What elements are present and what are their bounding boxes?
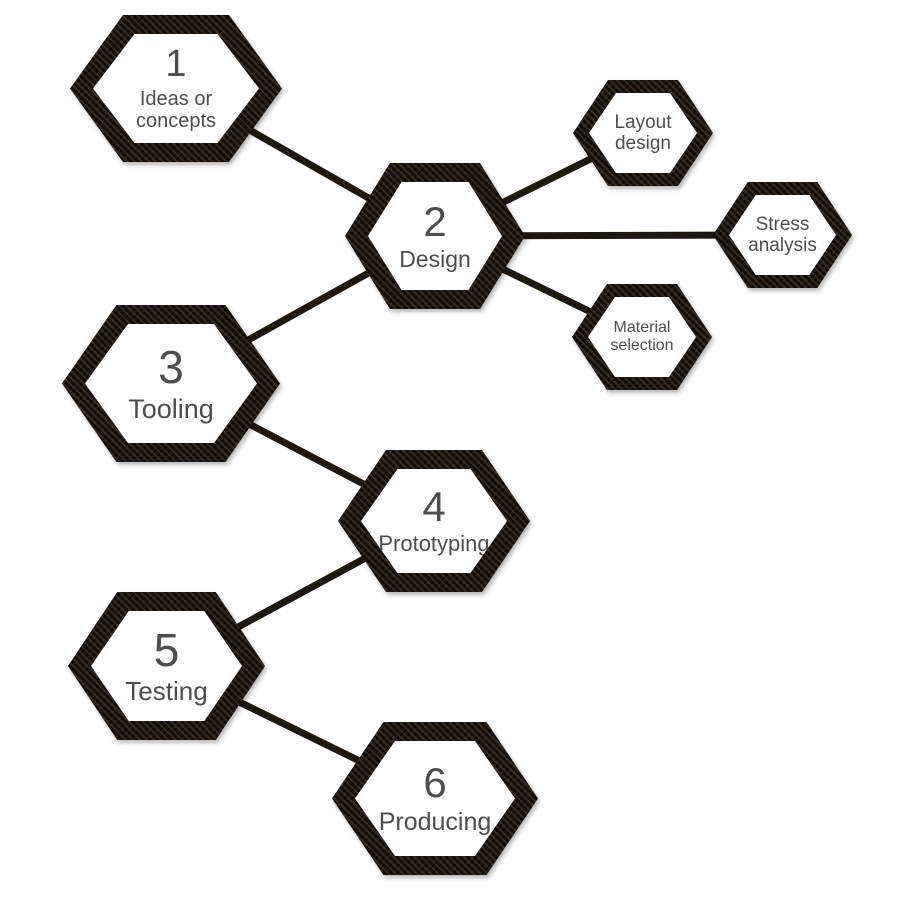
hex-node-ideas: 1 Ideas or concepts <box>70 15 282 162</box>
step-label: Prototyping <box>378 531 490 557</box>
hex-face: Material selection <box>588 297 696 377</box>
hex-face: Layout design <box>589 93 697 173</box>
hex-node-prototyping: 4 Prototyping <box>338 450 530 592</box>
step-label: Material selection <box>610 319 674 354</box>
hex-face: 6 Producing <box>355 741 515 856</box>
hex-node-producing: 6 Producing <box>332 722 538 875</box>
hex-node-tooling: 3 Tooling <box>62 305 280 462</box>
hex-node-material-selection: Material selection <box>572 284 712 390</box>
step-number: 2 <box>423 197 447 245</box>
hex-node-design: 2 Design <box>345 163 525 309</box>
step-number: 6 <box>423 758 447 806</box>
hex-node-testing: 5 Testing <box>68 592 265 740</box>
step-number: 4 <box>422 483 446 531</box>
step-label: Tooling <box>128 394 214 425</box>
step-label: Testing <box>125 676 208 707</box>
step-label: Ideas or concepts <box>135 87 217 132</box>
hex-node-stress-analysis: Stress analysis <box>713 182 852 288</box>
hex-node-layout-design: Layout design <box>573 80 713 186</box>
hex-face: 2 Design <box>368 182 502 290</box>
step-label: Design <box>399 245 471 272</box>
step-label: Layout design <box>614 111 672 154</box>
step-number: 3 <box>158 340 184 393</box>
hex-face: 3 Tooling <box>85 324 257 443</box>
step-number: 1 <box>165 42 187 85</box>
step-number: 5 <box>153 623 180 676</box>
step-label: Producing <box>378 808 492 837</box>
step-label: Stress analysis <box>748 213 817 256</box>
